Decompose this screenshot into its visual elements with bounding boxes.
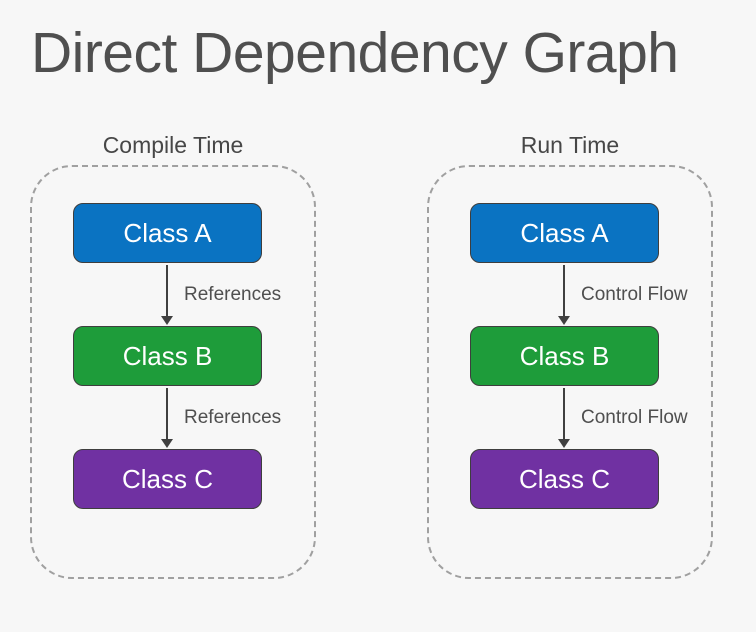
node-label: Class C xyxy=(518,463,610,494)
arrow-head-icon xyxy=(558,316,570,325)
node-class-a-run: Class A xyxy=(470,203,659,263)
node-label: Class B xyxy=(122,340,213,371)
page-title: Direct Dependency Graph xyxy=(31,21,679,85)
edge-label-references-1: References xyxy=(184,284,282,305)
node-class-b-run: Class B xyxy=(470,326,659,386)
node-class-c-compile: Class C xyxy=(73,449,262,509)
node-label: Class C xyxy=(121,463,213,494)
edge-label-references-2: References xyxy=(184,407,282,428)
group-compile-time: Compile Time Class A References Class B … xyxy=(30,132,316,579)
arrow-line-b-to-c xyxy=(166,388,168,440)
node-label: Class A xyxy=(520,217,609,248)
edge-label-control-flow-2: Control Flow xyxy=(581,407,688,428)
edge-label-control-flow-1: Control Flow xyxy=(581,284,688,305)
group-run-time-label: Run Time xyxy=(520,132,620,158)
node-class-c-run: Class C xyxy=(470,449,659,509)
group-compile-time-label: Compile Time xyxy=(102,132,244,158)
group-run-time: Run Time Class A Control Flow Class B Co… xyxy=(427,132,713,579)
arrow-line-b-to-c xyxy=(563,388,565,440)
node-class-b-compile: Class B xyxy=(73,326,262,386)
arrow-line-a-to-b xyxy=(166,265,168,316)
arrow-head-icon xyxy=(161,439,173,448)
arrow-head-icon xyxy=(161,316,173,325)
arrow-head-icon xyxy=(558,439,570,448)
arrow-line-a-to-b xyxy=(563,265,565,316)
node-label: Class A xyxy=(123,217,212,248)
node-label: Class B xyxy=(519,340,610,371)
node-class-a-compile: Class A xyxy=(73,203,262,263)
